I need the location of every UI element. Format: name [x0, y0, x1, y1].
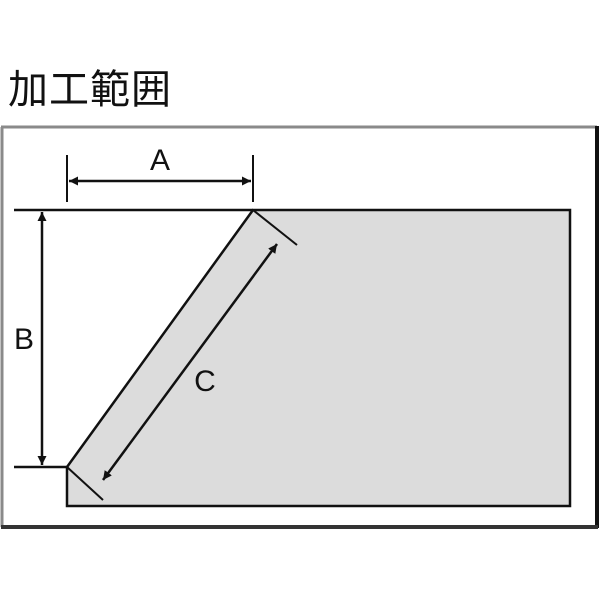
outer-frame — [0, 125, 599, 529]
workpiece-region — [65, 208, 572, 508]
label-b: B — [14, 323, 34, 356]
label-a: A — [150, 144, 170, 177]
dimension-a: A — [66, 144, 254, 202]
dimension-c: C — [66, 209, 298, 501]
diagram-title: 加工範囲 — [8, 67, 172, 113]
label-c: C — [194, 365, 216, 398]
dimension-b: B — [14, 212, 47, 465]
reference-lines — [14, 208, 253, 469]
